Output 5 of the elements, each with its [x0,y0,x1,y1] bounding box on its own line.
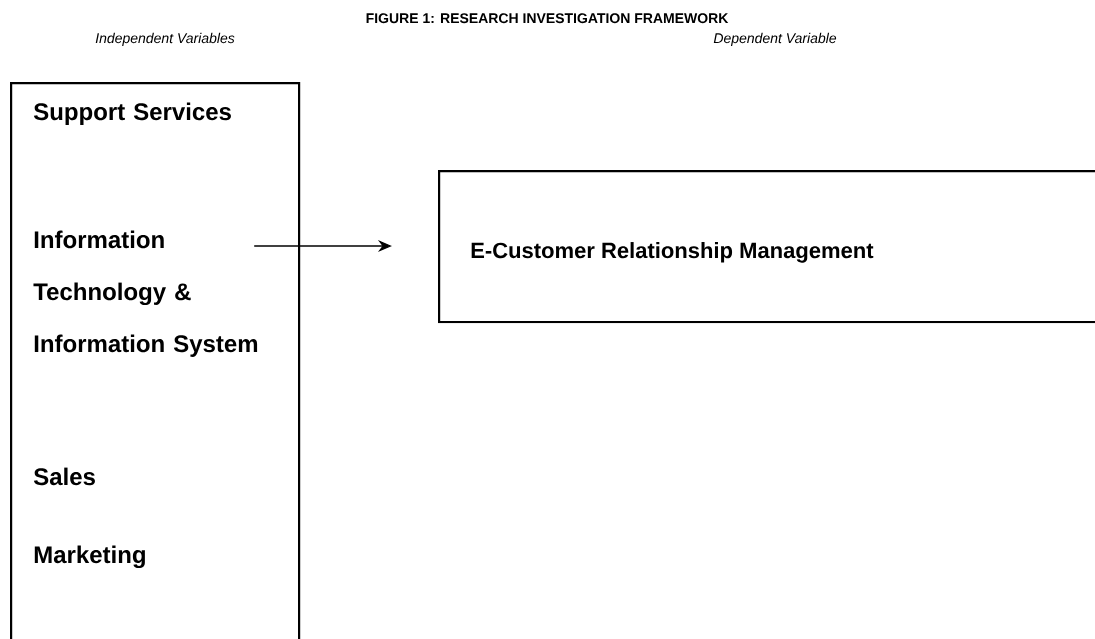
figure-title: FIGURE 1: RESEARCH INVESTIGATION FRAMEWORK [366,13,729,24]
column-heading: Dependent Variable [713,32,837,46]
variables-box: Support Services Information Technology & Information System Sales Marketing [10,82,301,639]
outcome-box: E-Customer Relationship Management [438,170,1095,324]
column-heading: Independent Variables [95,32,235,46]
